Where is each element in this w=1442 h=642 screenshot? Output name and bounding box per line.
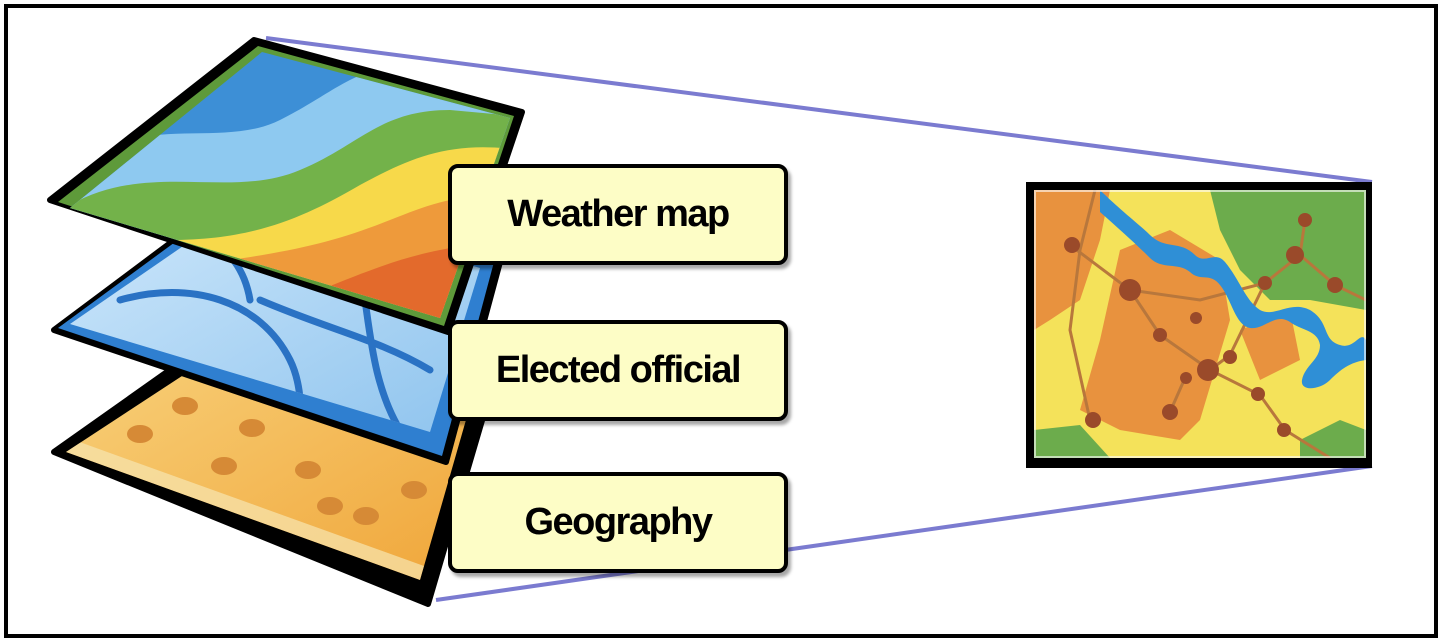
weather-map-label: Weather map xyxy=(448,164,788,265)
zoom-lines xyxy=(265,36,1373,602)
zoom-line-top xyxy=(265,36,1373,184)
geography-label: Geography xyxy=(448,472,788,573)
zoom-line-bottom xyxy=(435,464,1373,602)
diagram-frame xyxy=(4,4,1438,638)
geography-label-text: Geography xyxy=(524,501,713,543)
weather-map-label-text: Weather map xyxy=(507,193,730,235)
elected-official-label: Elected official xyxy=(448,320,788,421)
map-detail-icon xyxy=(1026,182,1372,468)
layer-stack-icon xyxy=(47,37,525,607)
elected-official-label-text: Elected official xyxy=(495,349,742,391)
